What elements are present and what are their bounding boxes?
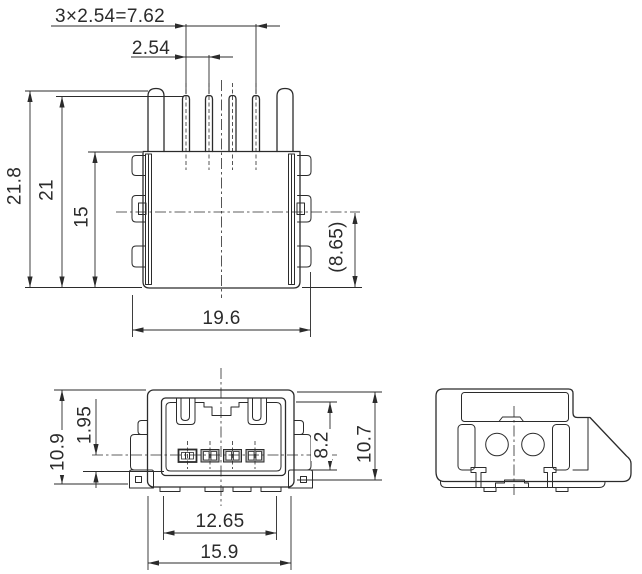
side-wings bbox=[130, 420, 312, 471]
front-view-centerlines bbox=[92, 368, 340, 506]
contact-4-window bbox=[255, 451, 262, 461]
front-view: 10.9 1.95 8.2 10.7 12.65 15.9 bbox=[47, 368, 382, 570]
bottom-lip bbox=[440, 481, 606, 488]
latch-platform bbox=[461, 392, 569, 422]
latch-notch bbox=[498, 416, 524, 422]
dim-pin-pitch: 2.54 bbox=[132, 38, 170, 59]
top-view: 3×2.54=7.62 2.54 21.8 21 15 (8.65) 19.6 bbox=[5, 6, 362, 337]
bottom-feet bbox=[470, 467, 569, 492]
contact-2-window bbox=[210, 451, 217, 461]
pin-centerlines bbox=[185, 83, 257, 170]
shield-plates bbox=[145, 153, 295, 285]
dim-body-height: 15 bbox=[72, 206, 93, 228]
contact-3-window bbox=[233, 451, 240, 461]
mounting-tabs bbox=[131, 155, 312, 268]
dimension-lines bbox=[29, 25, 356, 331]
contact-1-bars bbox=[185, 452, 190, 460]
dim-opening-width: 12.65 bbox=[195, 511, 244, 532]
contact-4-window bbox=[248, 451, 255, 461]
connector-pins bbox=[181, 94, 261, 153]
dimension-arrowheads bbox=[27, 23, 358, 333]
top-view-centerlines bbox=[116, 80, 360, 298]
extension-lines bbox=[54, 389, 382, 570]
dim-text-mask bbox=[311, 429, 332, 461]
dim-opening-height: 8.2 bbox=[312, 431, 333, 458]
mounting-brackets bbox=[129, 469, 313, 489]
dim-body-width: 19.6 bbox=[202, 308, 240, 329]
dim-pin-height: 21 bbox=[37, 179, 58, 201]
dim-front-height: 10.9 bbox=[48, 433, 69, 471]
guide-rib-left bbox=[457, 424, 476, 471]
boss-hole-right bbox=[521, 432, 545, 457]
contact-2-window bbox=[203, 451, 210, 461]
dim-overall-height: 21.8 bbox=[5, 167, 26, 205]
bottom-view-outline bbox=[435, 388, 632, 483]
extension-lines bbox=[25, 24, 362, 337]
dim-text-mask bbox=[47, 430, 68, 475]
dim-pin-pitch-total: 3×2.54=7.62 bbox=[55, 6, 165, 27]
dim-side-height: 10.7 bbox=[355, 425, 376, 463]
contact-3-window bbox=[225, 451, 232, 461]
keying-slots-and-notch bbox=[176, 397, 267, 425]
shroud-inner-wall bbox=[165, 402, 282, 472]
connector-posts bbox=[147, 87, 294, 153]
connector-body bbox=[142, 150, 301, 289]
board-lock-inner-edge bbox=[572, 417, 589, 471]
dim-mount-depth-ref: (8.65) bbox=[327, 221, 348, 272]
boss-hole-left bbox=[485, 432, 509, 457]
dim-contact-offset: 1.95 bbox=[75, 406, 96, 444]
bottom-standoffs bbox=[159, 486, 282, 492]
bottom-view bbox=[435, 388, 632, 497]
guide-rib-right bbox=[552, 424, 570, 471]
shroud-outer-wall bbox=[160, 397, 287, 477]
dim-front-width: 15.9 bbox=[200, 542, 238, 563]
